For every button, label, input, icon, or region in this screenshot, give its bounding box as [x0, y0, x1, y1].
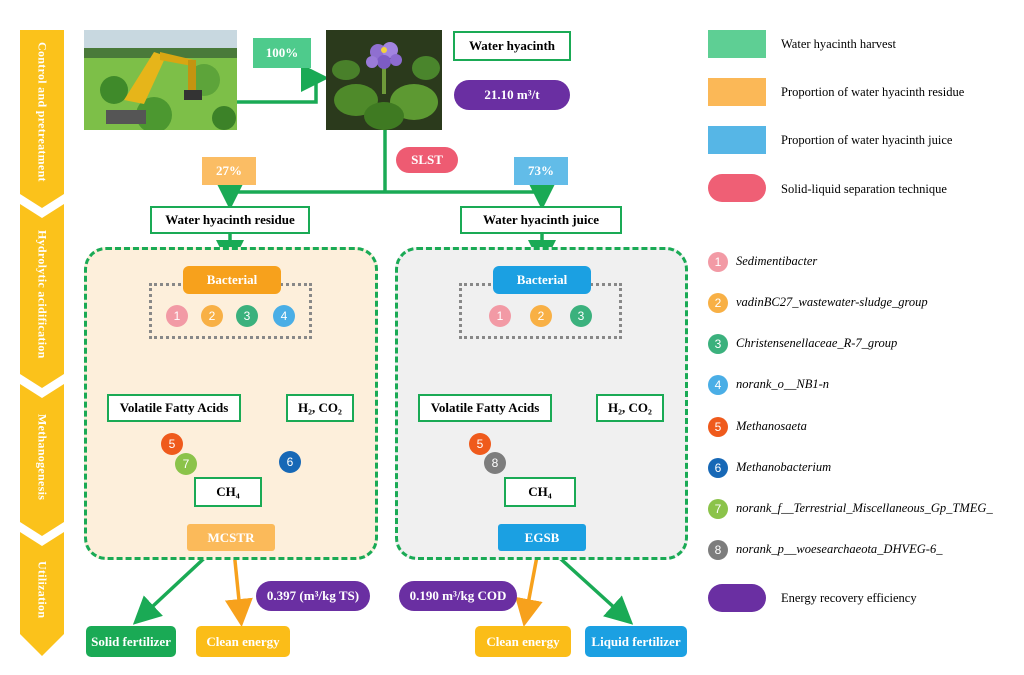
- legend-swatch-energy: [708, 584, 766, 612]
- harvest-photo: [84, 30, 237, 130]
- legend-org-7: norank_f__Terrestrial_Miscellaneous_Gp_T…: [736, 501, 993, 515]
- legend-label-residue: Proportion of water hyacinth residue: [781, 85, 965, 99]
- residue-bacteria-3: 3: [236, 305, 258, 327]
- stage-methanogenesis: Methanogenesis: [35, 413, 50, 501]
- legend-org-1: Sedimentibacter: [736, 254, 818, 268]
- residue-archaea-6: 6: [279, 451, 301, 473]
- liquid-fertilizer-output: Liquid fertilizer: [585, 626, 687, 657]
- residue-archaea-5: 5: [161, 433, 183, 455]
- legend-label-harvest: Water hyacinth harvest: [781, 37, 896, 51]
- stage-utilization: Utilization: [35, 561, 50, 619]
- legend-num-3: 3: [708, 334, 728, 354]
- juice-bacteria-1: 1: [489, 305, 511, 327]
- water-hyacinth-label: Water hyacinth: [453, 31, 571, 61]
- residue-bacteria-4: 4: [273, 305, 295, 327]
- legend-org-4: norank_o__NB1-n: [736, 377, 830, 391]
- solid-fertilizer-output: Solid fertilizer: [86, 626, 176, 657]
- legend-org-5: Methanosaeta: [736, 419, 807, 433]
- residue-h2-co2: H₂, CO₂: [286, 394, 354, 422]
- legend-num-8: 8: [708, 540, 728, 560]
- legend-label-slst: Solid-liquid separation technique: [781, 182, 947, 196]
- legend-org-3: Christensenellaceae_R-7_group: [736, 336, 898, 350]
- legend-swatch-slst: [708, 174, 766, 202]
- legend-num-1: 1: [708, 252, 728, 272]
- egsb-reactor: EGSB: [498, 524, 586, 551]
- residue-vfa: Volatile Fatty Acids: [107, 394, 241, 422]
- juice-vfa: Volatile Fatty Acids: [418, 394, 552, 422]
- mcstr-reactor: MCSTR: [187, 524, 275, 551]
- residue-bacterial-label: Bacterial: [183, 266, 281, 294]
- water-hyacinth-photo: [326, 30, 442, 130]
- residue-bacteria-1: 1: [166, 305, 188, 327]
- juice-ch4: CH₄: [504, 477, 576, 507]
- legend-num-6: 6: [708, 458, 728, 478]
- legend-label-juice: Proportion of water hyacinth juice: [781, 133, 953, 147]
- juice-percent: 73%: [514, 157, 568, 185]
- juice-bacteria-2: 2: [530, 305, 552, 327]
- legend-org-6: Methanobacterium: [736, 460, 832, 474]
- energy-yield-badge: 21.10 m³/t: [454, 80, 570, 110]
- legend-label-energy: Energy recovery efficiency: [781, 591, 917, 605]
- residue-efficiency-badge: 0.397 (m³/kg TS): [256, 581, 370, 611]
- juice-bacteria-3: 3: [570, 305, 592, 327]
- juice-h2-co2: H₂, CO₂: [596, 394, 664, 422]
- stage-band: [20, 30, 64, 656]
- harvest-percent: 100%: [253, 38, 311, 68]
- residue-bacteria-2: 2: [201, 305, 223, 327]
- residue-clean-energy-output: Clean energy: [196, 626, 290, 657]
- legend-swatch-residue: [708, 78, 766, 106]
- residue-ch4: CH₄: [194, 477, 262, 507]
- juice-clean-energy-output: Clean energy: [475, 626, 571, 657]
- juice-archaea-5: 5: [469, 433, 491, 455]
- residue-title: Water hyacinth residue: [150, 206, 310, 234]
- stage-hydrolytic: Hydrolytic acidification: [35, 230, 50, 359]
- legend-num-7: 7: [708, 499, 728, 519]
- juice-title: Water hyacinth juice: [460, 206, 622, 234]
- legend-swatch-juice: [708, 126, 766, 154]
- legend-org-8: norank_p__woesearchaeota_DHVEG-6_: [736, 542, 943, 556]
- juice-bacterial-label: Bacterial: [493, 266, 591, 294]
- stage-control: Control and pretreatment: [35, 42, 50, 182]
- legend-org-2: vadinBC27_wastewater-sludge_group: [736, 295, 928, 309]
- juice-efficiency-badge: 0.190 m³/kg COD: [399, 581, 517, 611]
- residue-percent: 27%: [202, 157, 256, 185]
- legend-num-4: 4: [708, 375, 728, 395]
- legend-num-5: 5: [708, 417, 728, 437]
- juice-archaea-8: 8: [484, 452, 506, 474]
- legend-swatch-harvest: [708, 30, 766, 58]
- residue-archaea-7: 7: [175, 453, 197, 475]
- slst-badge: SLST: [396, 147, 458, 173]
- legend-num-2: 2: [708, 293, 728, 313]
